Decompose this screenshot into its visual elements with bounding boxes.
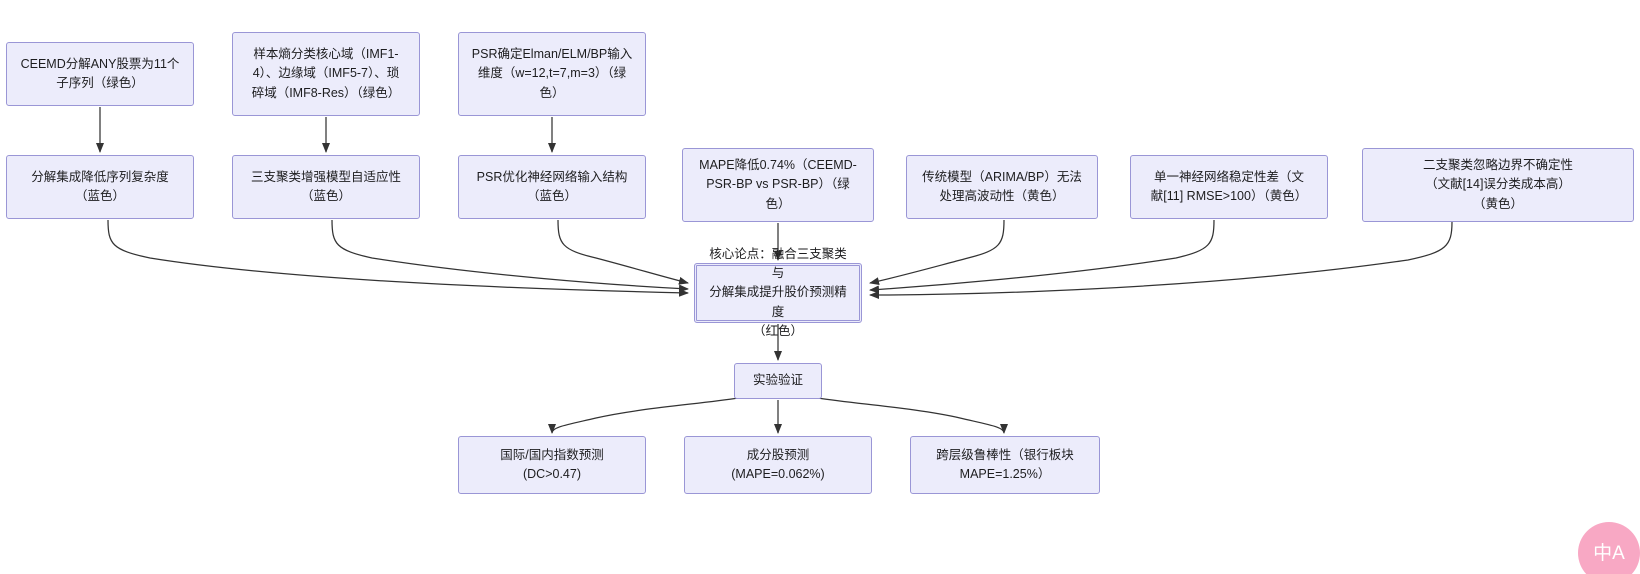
node-label: PSR确定Elman/ELM/BP输入 维度（w=12,t=7,m=3）（绿 色… bbox=[471, 46, 633, 100]
node-experimental-validation[interactable]: 实验验证 bbox=[734, 363, 822, 399]
node-constituent-stock-result[interactable]: 成分股预测 (MAPE=0.062%) bbox=[684, 436, 872, 494]
edge-n4-core bbox=[107, 219, 689, 297]
node-three-way-clustering-adaptivity[interactable]: 三支聚类增强模型自适应性 （蓝色） bbox=[232, 155, 420, 219]
node-label: 样本熵分类核心域（IMF1- 4）、边缘域（IMF5-7）、琐 碎域（IMF8-… bbox=[251, 46, 401, 100]
edge-exp-b3 bbox=[817, 397, 1008, 434]
node-mape-reduction[interactable]: MAPE降低0.74%（CEEMD- PSR-BP vs PSR-BP）（绿 色… bbox=[682, 148, 874, 222]
edge-n9-core bbox=[869, 219, 1215, 294]
edge-n8-core bbox=[869, 219, 1005, 286]
node-label: 跨层级鲁棒性（银行板块 MAPE=1.25%） bbox=[936, 447, 1074, 481]
node-label: 三支聚类增强模型自适应性 （蓝色） bbox=[250, 169, 401, 203]
node-traditional-model-limitation[interactable]: 传统模型（ARIMA/BP）无法 处理高波动性（黄色） bbox=[906, 155, 1098, 219]
node-ceemd-decomposition[interactable]: CEEMD分解ANY股票为11个 子序列（绿色） bbox=[6, 42, 194, 106]
node-label: 实验验证 bbox=[752, 373, 803, 388]
node-psr-input-dimension[interactable]: PSR确定Elman/ELM/BP输入 维度（w=12,t=7,m=3）（绿 色… bbox=[458, 32, 646, 116]
node-psr-optimizes-network-input[interactable]: PSR优化神经网络输入结构 （蓝色） bbox=[458, 155, 646, 219]
node-label: 分解集成降低序列复杂度 （蓝色） bbox=[31, 169, 169, 203]
node-label: 国际/国内指数预测 (DC>0.47) bbox=[500, 447, 604, 481]
node-label: 二支聚类忽略边界不确定性 （文献[14]误分类成本高） （黄色） bbox=[1422, 157, 1573, 211]
node-label: MAPE降低0.74%（CEEMD- PSR-BP vs PSR-BP）（绿 色… bbox=[699, 157, 857, 211]
edge-n5-core bbox=[331, 219, 689, 293]
node-two-way-clustering-boundary[interactable]: 二支聚类忽略边界不确定性 （文献[14]误分类成本高） （黄色） bbox=[1362, 148, 1634, 222]
edge-exp-b1 bbox=[548, 397, 739, 434]
node-sample-entropy-classification[interactable]: 样本熵分类核心域（IMF1- 4）、边缘域（IMF5-7）、琐 碎域（IMF8-… bbox=[232, 32, 420, 116]
node-label: 核心论点：融合三支聚类与 分解集成提升股价预测精度 （红色） bbox=[709, 246, 847, 339]
node-label: 单一神经网络稳定性差（文 献[11] RMSE>100）（黄色） bbox=[1150, 169, 1308, 203]
node-label: PSR优化神经网络输入结构 （蓝色） bbox=[476, 169, 628, 203]
node-label: 成分股预测 (MAPE=0.062%) bbox=[731, 447, 825, 481]
node-label: 传统模型（ARIMA/BP）无法 处理高波动性（黄色） bbox=[922, 169, 1082, 203]
node-index-prediction-result[interactable]: 国际/国内指数预测 (DC>0.47) bbox=[458, 436, 646, 494]
node-cross-level-robustness-result[interactable]: 跨层级鲁棒性（银行板块 MAPE=1.25%） bbox=[910, 436, 1100, 494]
node-decomposition-reduces-complexity[interactable]: 分解集成降低序列复杂度 （蓝色） bbox=[6, 155, 194, 219]
node-core-thesis[interactable]: 核心论点：融合三支聚类与 分解集成提升股价预测精度 （红色） bbox=[694, 247, 862, 338]
watermark-label: 中A bbox=[1593, 542, 1625, 564]
edge-n6-core bbox=[557, 219, 689, 285]
edge-n10-core bbox=[869, 221, 1453, 299]
node-label: CEEMD分解ANY股票为11个 子序列（绿色） bbox=[20, 56, 180, 90]
watermark-badge: 中A bbox=[1578, 522, 1640, 574]
node-single-network-instability[interactable]: 单一神经网络稳定性差（文 献[11] RMSE>100）（黄色） bbox=[1130, 155, 1328, 219]
